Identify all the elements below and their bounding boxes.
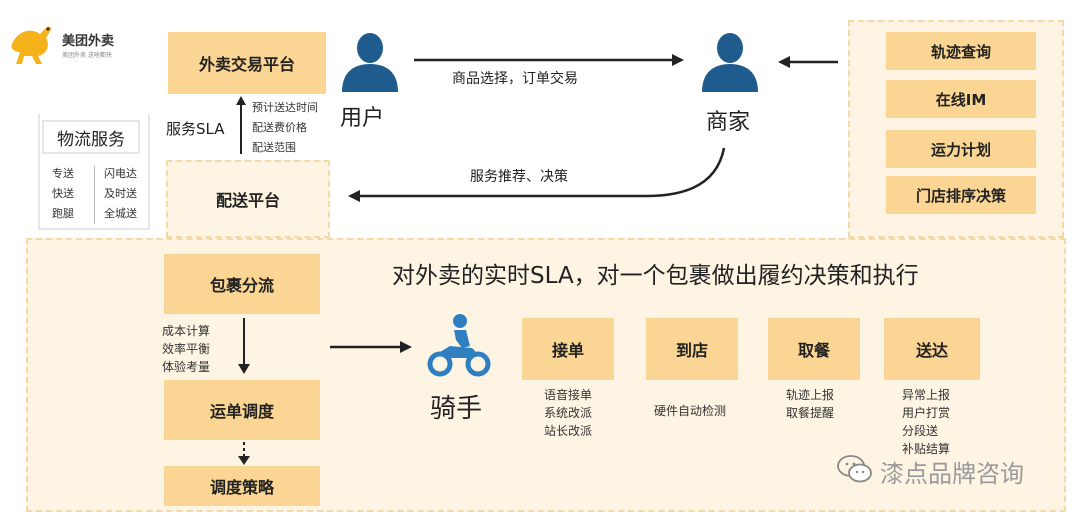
step-arrive-notes: 硬件自动检测 [654, 402, 726, 420]
watermark-text: 漆点品牌咨询 [880, 460, 1024, 488]
dispatch-dotted-arrow [238, 442, 250, 465]
logistics-item: 快送 [52, 187, 74, 200]
logistics-item: 专送 [52, 167, 74, 180]
wechat-icon [837, 455, 872, 483]
recommend-arrow-label: 服务推荐、决策 [470, 169, 568, 185]
step-note: 取餐提醒 [786, 406, 835, 420]
delivery-platform-label: 配送平台 [215, 191, 280, 210]
user-label: 用户 [340, 106, 385, 131]
store-ranking-box: 门店排序决策 [886, 176, 1036, 214]
step-note: 补贴结算 [902, 442, 951, 456]
order-arrow [414, 54, 684, 66]
sla-arrow-line [240, 104, 242, 154]
logistics-item: 及时送 [104, 187, 137, 200]
dispatch-box: 运单调度 [164, 380, 320, 440]
sla-arrow-head [236, 96, 246, 105]
step-accept-notes: 语音接单 系统改派 站长改派 [544, 386, 592, 440]
trade-platform-box: 外卖交易平台 [168, 32, 326, 94]
logo-slogan: 美团外卖 送啥都快 [62, 52, 112, 59]
step-deliver-notes: 异常上报 用户打赏 分段送 补贴结算 [902, 386, 950, 458]
merchant-label: 商家 [706, 110, 751, 135]
logistics-right: 闪电达 及时送 全城送 [104, 164, 137, 224]
package-note: 体验考量 [162, 360, 211, 374]
rider-arrow [330, 341, 412, 353]
step-arrive-box: 到店 [646, 318, 738, 380]
package-notes: 成本计算 效率平衡 体验考量 [162, 322, 210, 376]
step-note: 站长改派 [544, 424, 593, 438]
step-accept-box: 接单 [522, 318, 614, 380]
logistics-item: 全城送 [104, 207, 137, 220]
step-note: 轨迹上报 [786, 388, 835, 402]
package-note: 成本计算 [162, 324, 211, 338]
logo-name: 美团外卖 [62, 34, 115, 49]
sla-items: 预计送达时间 配送费价格 配送范围 [252, 98, 318, 158]
sla-label: 服务SLA [166, 120, 225, 138]
step-note: 硬件自动检测 [654, 404, 727, 418]
kangaroo-icon [11, 26, 53, 64]
capacity-plan-box: 运力计划 [886, 130, 1036, 168]
rider-label: 骑手 [430, 394, 483, 424]
step-note: 异常上报 [902, 388, 951, 402]
package-arrow-head [238, 364, 250, 374]
logistics-box [38, 114, 150, 230]
rider-icon [427, 314, 491, 377]
logistics-title: 物流服务 [42, 120, 140, 154]
step-note: 分段送 [902, 424, 939, 438]
step-pickup-box: 取餐 [768, 318, 860, 380]
step-note: 语音接单 [544, 388, 593, 402]
logistics-item: 闪电达 [104, 167, 137, 180]
order-arrow-label: 商品选择，订单交易 [452, 71, 578, 87]
logistics-divider [94, 166, 95, 224]
sla-item: 预计送达时间 [252, 101, 318, 114]
step-deliver-box: 送达 [884, 318, 980, 380]
user-icon [342, 33, 398, 92]
logistics-item: 跑腿 [52, 207, 74, 220]
step-pickup-notes: 轨迹上报 取餐提醒 [786, 386, 834, 422]
strategy-box: 调度策略 [164, 466, 320, 506]
package-note: 效率平衡 [162, 342, 211, 356]
headline: 对外卖的实时SLA，对一个包裹做出履约决策和执行 [392, 263, 919, 289]
sla-item: 配送费价格 [252, 121, 307, 134]
online-im-box: 在线IM [886, 80, 1036, 118]
package-arrow-line [243, 318, 245, 366]
track-query-box: 轨迹查询 [886, 32, 1036, 70]
delivery-platform-bg [166, 160, 330, 238]
package-split-box: 包裹分流 [164, 254, 320, 314]
meituan-logo: 美团外卖 美团外卖 送啥都快 [8, 20, 136, 66]
sla-item: 配送范围 [252, 141, 296, 154]
right-panel-arrow [778, 56, 838, 68]
step-note: 系统改派 [544, 406, 593, 420]
step-note: 用户打赏 [902, 406, 951, 420]
merchant-icon [702, 33, 758, 92]
recommend-arrow [348, 147, 726, 202]
logistics-left: 专送 快送 跑腿 [52, 164, 74, 224]
